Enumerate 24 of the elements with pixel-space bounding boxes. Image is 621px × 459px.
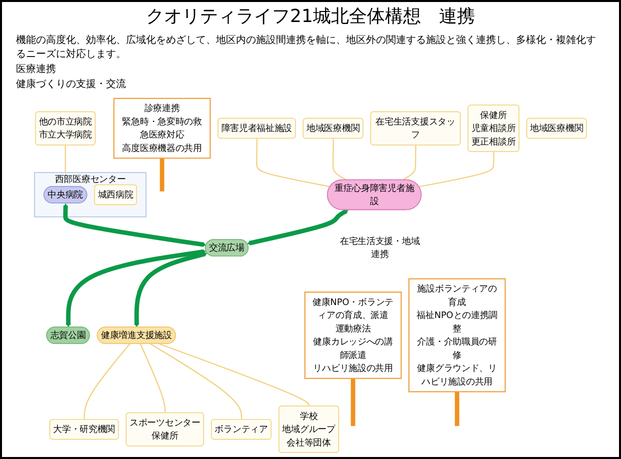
connector	[140, 344, 166, 414]
node-box: 施設ボランティアの育成 福祉NPOとの連携調整 介護・介助職員の研修 健康グラウンド、リハビリ施設の共用	[408, 278, 506, 392]
connector	[402, 145, 416, 181]
connector	[84, 343, 130, 420]
arrow	[134, 252, 208, 328]
note-text: 機能の高度化、効率化、広域化をめざして、地区内の施設間連携を軸に、地区外の関連する施設と強く連携し、多様化・複雑化するニーズに対応します。	[16, 34, 597, 61]
note-text: 健康づくりの支援・交流	[16, 78, 127, 91]
connector	[418, 152, 494, 188]
connector	[256, 138, 330, 188]
connector	[350, 378, 356, 426]
connector	[160, 157, 164, 192]
title: クオリティライフ21城北全体構想 連携	[145, 5, 476, 29]
arrow	[63, 203, 206, 247]
connector	[150, 343, 242, 420]
arrow	[66, 249, 206, 328]
connector	[332, 138, 347, 181]
arrow	[246, 209, 348, 246]
node-label: 在宅生活支援・地域連携	[340, 236, 420, 260]
connector	[158, 343, 310, 406]
connector	[454, 390, 460, 426]
connector	[64, 144, 66, 173]
node-box: 健康NPO・ボランティアの育成、派遣 運動療法 健康カレッジへの講師派遣 リハビリ施設の共用	[304, 292, 402, 379]
node-box: 診療連携 緊急時・急変時の救急医療対応 高度医療機器の共用	[113, 98, 211, 159]
note-text: 医療連携	[16, 62, 57, 76]
